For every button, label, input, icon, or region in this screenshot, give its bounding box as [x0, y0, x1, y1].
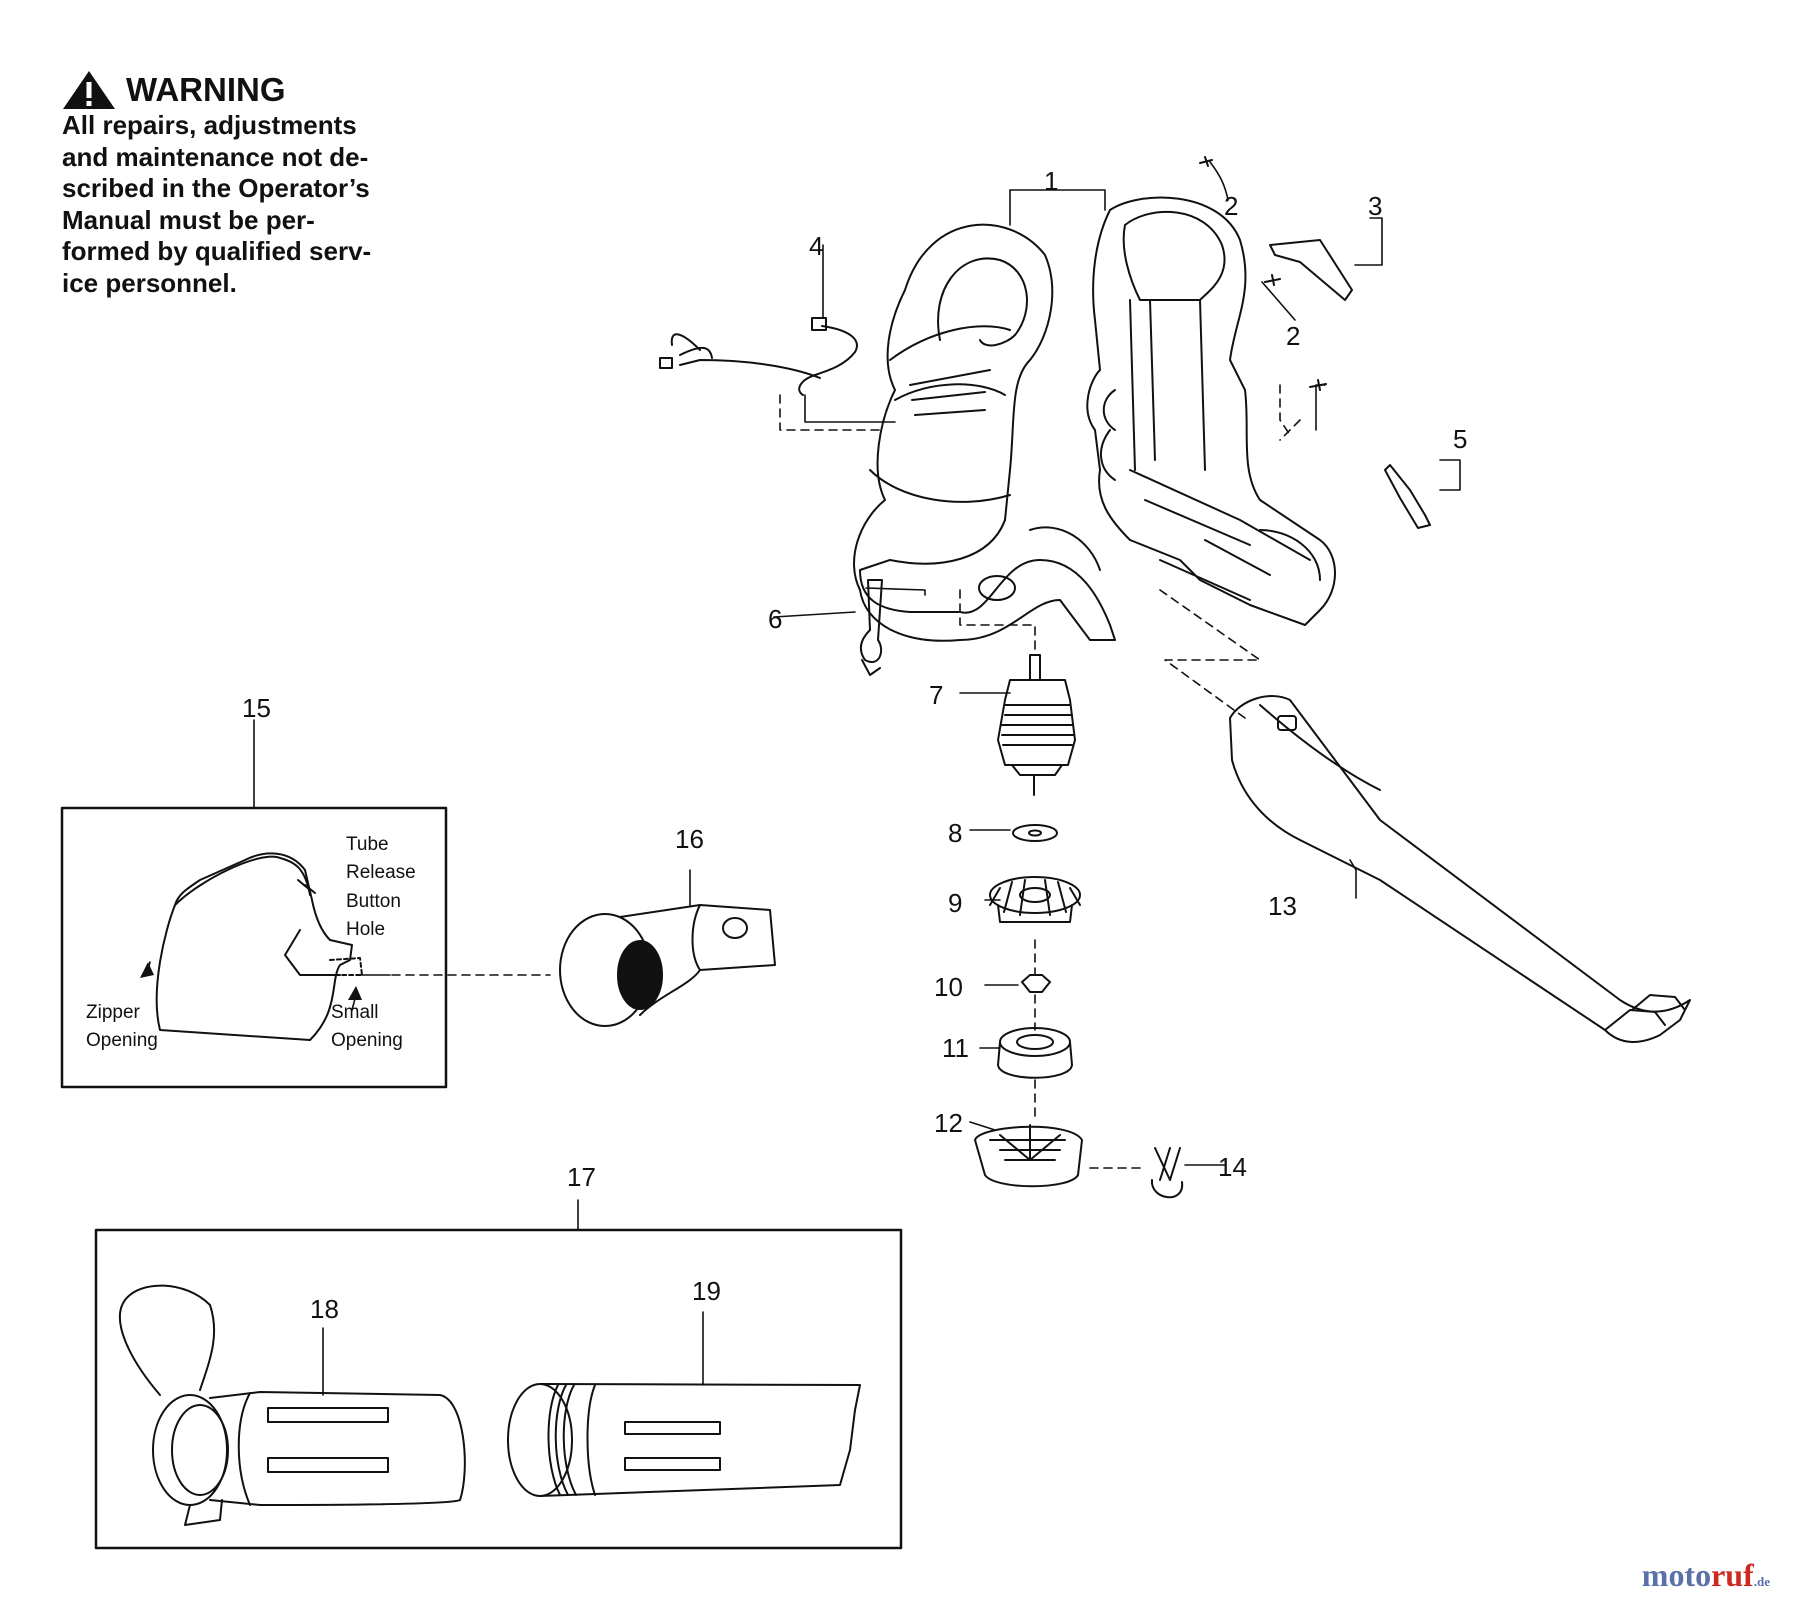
callout-19: 19	[692, 1276, 721, 1306]
assembly-dashes	[391, 384, 1301, 1169]
callout-11: 11	[942, 1033, 969, 1063]
warning-title: WARNING	[62, 70, 286, 110]
watermark-suffix: .de	[1753, 1574, 1770, 1589]
blower-tube	[1229, 695, 1691, 1043]
bearing-cup	[997, 1027, 1073, 1079]
washer	[1012, 824, 1058, 842]
power-cord	[659, 317, 858, 396]
callout-17: 17	[567, 1162, 596, 1192]
retaining-clip	[1150, 1147, 1184, 1199]
callout-3: 3	[1368, 191, 1382, 221]
callout-10: 10	[934, 972, 963, 1002]
watermark-part-a: moto	[1641, 1557, 1712, 1593]
bag-adapter	[559, 904, 776, 1027]
callout-7: 7	[929, 680, 943, 710]
callout-14: 14	[1218, 1152, 1247, 1182]
warning-heading: WARNING	[126, 71, 286, 108]
callout-2b: 2	[1286, 321, 1300, 351]
warning-line: formed by qualified serv-	[62, 236, 372, 266]
callout-8: 8	[948, 818, 962, 848]
callout-6: 6	[768, 604, 782, 634]
warning-line: ice personnel.	[62, 267, 237, 298]
warning-line: All repairs, adjustments	[62, 110, 357, 140]
housing-right-half	[1086, 196, 1336, 626]
watermark-logo: motoruf.de	[1642, 1557, 1770, 1594]
label-hole: Hole	[346, 919, 385, 940]
fan-impeller	[989, 876, 1081, 923]
callout-5: 5	[1453, 424, 1467, 454]
collection-bag	[155, 852, 363, 1041]
callout-4: 4	[809, 231, 823, 261]
callout-18: 18	[310, 1294, 339, 1324]
callout-2a: 2	[1224, 191, 1238, 221]
warning-line: Manual must be per-	[62, 204, 315, 235]
nut	[1021, 974, 1051, 993]
label-zipper-opening: Opening	[86, 1030, 158, 1051]
leader-lines	[147, 161, 1461, 1396]
tube-part-19	[507, 1383, 861, 1497]
switch-bracket	[865, 587, 926, 596]
callout-13: 13	[1268, 891, 1297, 921]
tube-part-18	[119, 1284, 466, 1526]
callout-15: 15	[242, 693, 271, 723]
fan-cover	[974, 1124, 1083, 1188]
warning-text: All repairs, adjustments and maintenance…	[62, 110, 407, 299]
housing-left-half	[853, 223, 1116, 642]
small-opening-arrow	[348, 986, 362, 1000]
callout-1: 1	[1044, 166, 1058, 196]
warning-line: scribed in the Operator’s	[62, 173, 370, 203]
warning-triangle-icon	[63, 71, 115, 109]
warning-line: and maintenance not de-	[62, 141, 369, 172]
label-button: Button	[346, 891, 401, 912]
callout-9: 9	[948, 888, 962, 918]
label-small: Small	[331, 1002, 379, 1023]
label-release: Release	[346, 862, 416, 883]
zipper-arrow	[140, 962, 154, 978]
watermark-part-b: ruf	[1711, 1557, 1754, 1593]
callout-12: 12	[934, 1108, 963, 1138]
label-zipper: Zipper	[86, 1002, 141, 1023]
callout-16: 16	[675, 824, 704, 854]
label-tube: Tube	[346, 834, 389, 855]
motor	[997, 654, 1076, 796]
label-small-opening: Opening	[331, 1030, 403, 1051]
switch-part	[859, 579, 883, 676]
tube-kit-callout-box	[94, 1228, 903, 1550]
